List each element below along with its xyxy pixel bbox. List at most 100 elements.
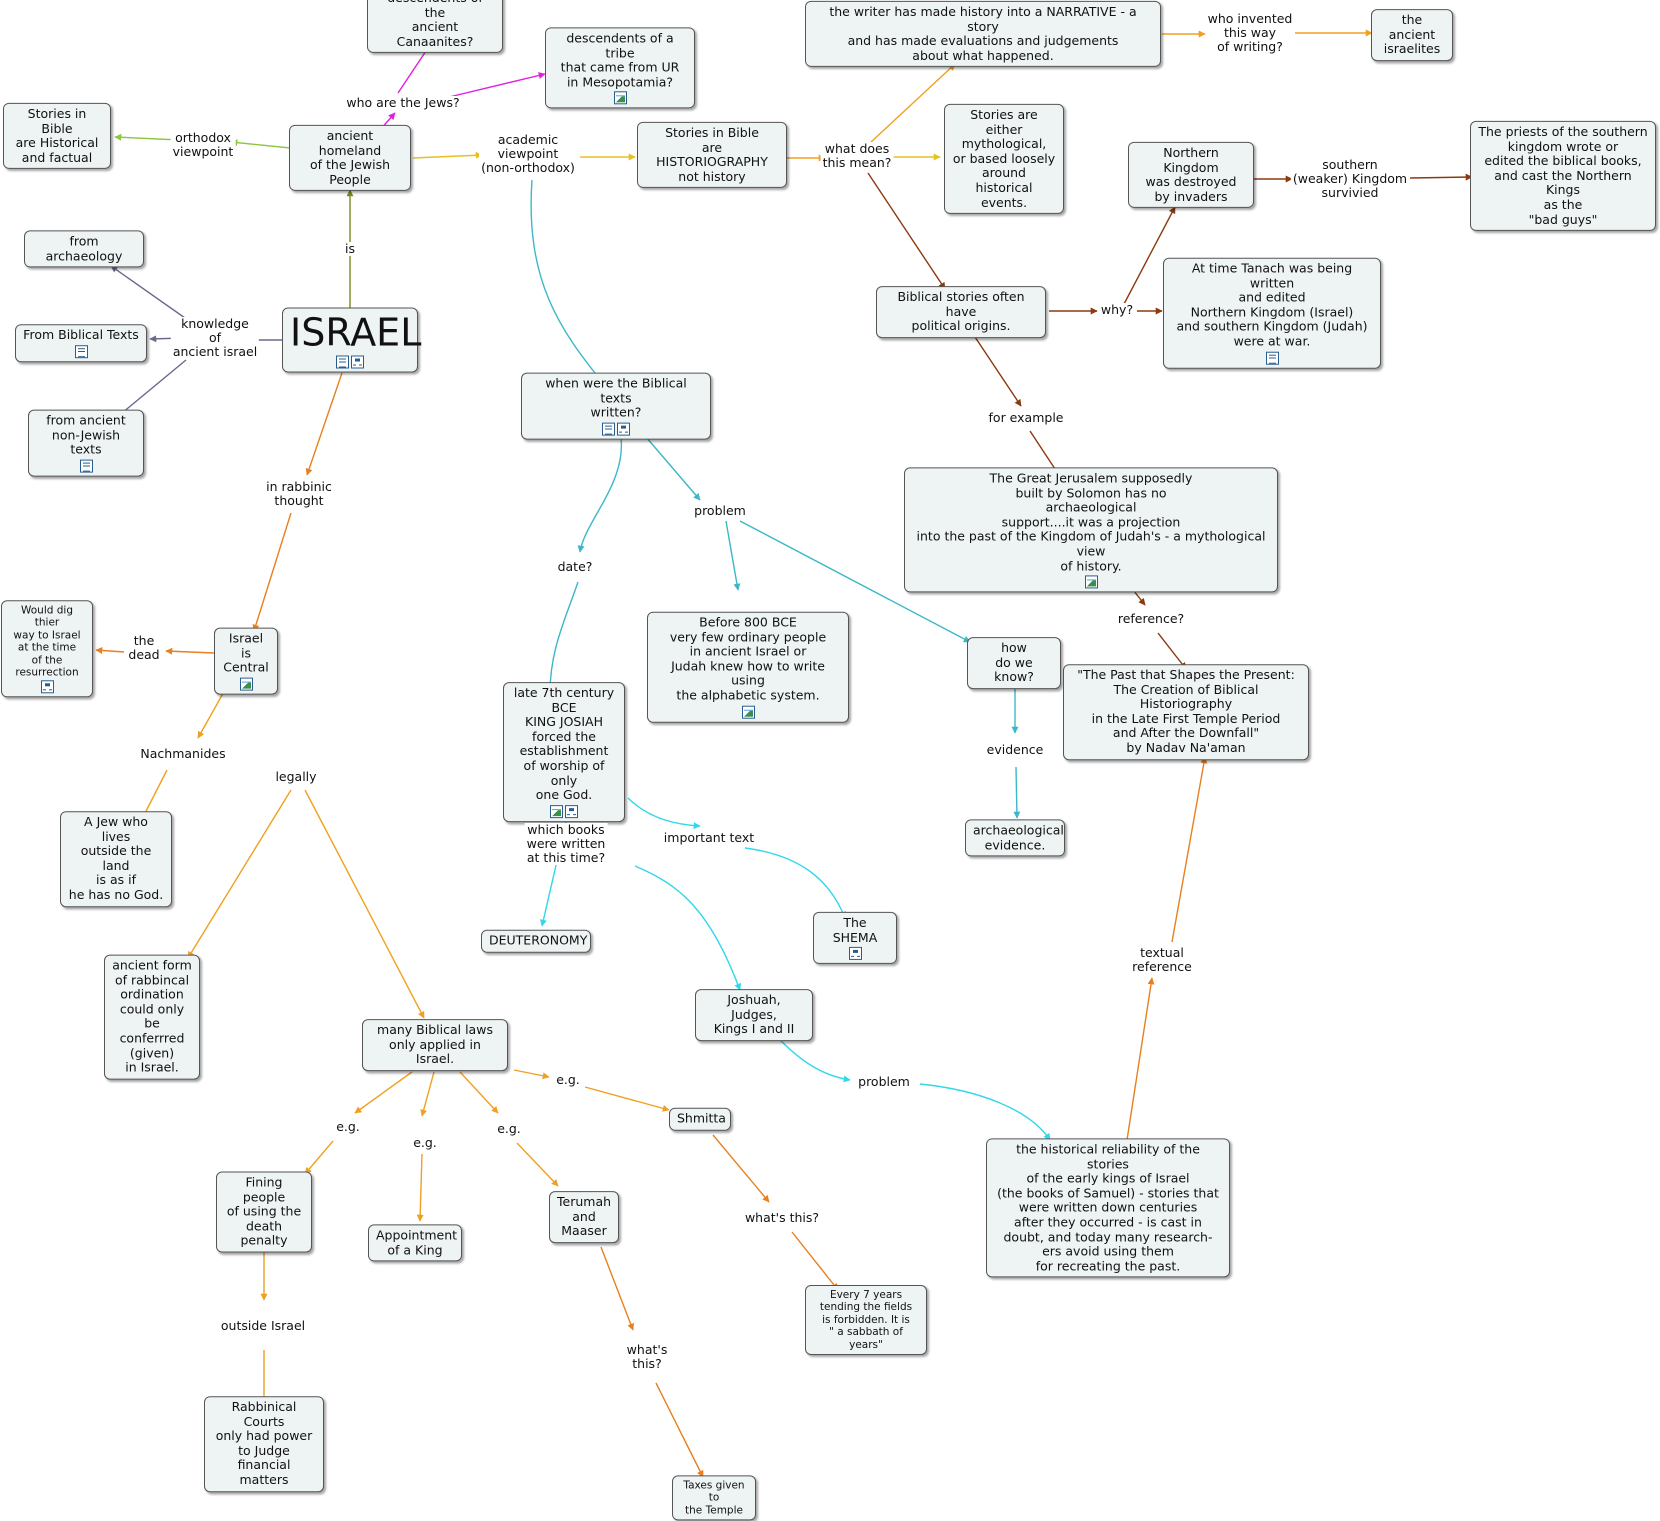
link-label-the-dead: the dead: [126, 633, 162, 662]
concept-node-priests[interactable]: The priests of the southern kingdom wrot…: [1470, 120, 1656, 232]
concept-node-text: Fining people of using the death penalty: [226, 1174, 302, 1248]
concept-node-text: Stories in Bible are HISTORIOGRAPHY not …: [656, 124, 768, 184]
concept-node-israel[interactable]: ISRAEL: [282, 307, 422, 373]
document-icon[interactable]: [1265, 351, 1279, 365]
concept-node-fining[interactable]: Fining people of using the death penalty: [216, 1171, 312, 1253]
concept-node-text: ISRAEL: [290, 310, 422, 355]
concept-node-historiography[interactable]: Stories in Bible are HISTORIOGRAPHY not …: [637, 121, 787, 189]
sub-map-icon[interactable]: [565, 804, 578, 818]
concept-node-israelites[interactable]: the ancient israelites: [1371, 9, 1453, 61]
concept-node-text: ancient homeland of the Jewish People: [309, 127, 391, 187]
concept-node-text: Appointment of a King: [376, 1227, 458, 1257]
concept-node-taxes[interactable]: Taxes given to the Temple: [672, 1475, 756, 1521]
concept-node-ordination[interactable]: ancient form of rabbincal ordination cou…: [104, 954, 200, 1080]
concept-node-king[interactable]: Appointment of a King: [368, 1224, 462, 1262]
link-label-what-mean: what does this mean?: [820, 141, 894, 170]
connector-line: [305, 372, 343, 476]
concept-node-terumah[interactable]: Terumah and Maaser: [549, 1191, 619, 1243]
image-icon[interactable]: [1084, 575, 1098, 589]
concept-node-mythological[interactable]: Stories are either mythological, or base…: [944, 103, 1064, 215]
concept-node-when-written[interactable]: when were the Biblical texts written?: [521, 372, 711, 440]
concept-node-many-laws[interactable]: many Biblical laws only applied in Israe…: [362, 1019, 508, 1071]
connector-line: [1171, 756, 1208, 943]
concept-node-northern[interactable]: Northern Kingdom was destroyed by invade…: [1128, 141, 1254, 209]
concept-node-text: Joshuah, Judges, Kings I and II: [713, 992, 795, 1037]
resource-icons: [821, 947, 889, 961]
connector-line: [252, 512, 292, 632]
link-label-problem1: problem: [692, 503, 748, 518]
concept-node-tanach[interactable]: At time Tanach was being written and edi…: [1163, 257, 1381, 369]
sub-map-icon[interactable]: [351, 355, 364, 369]
link-label-southern: southern (weaker) Kingdom survivied: [1290, 157, 1410, 200]
connector-line: [444, 72, 546, 99]
concept-node-biblical-texts[interactable]: From Biblical Texts: [15, 324, 147, 362]
concept-node-central[interactable]: Israel is Central: [214, 627, 278, 695]
image-icon[interactable]: [550, 804, 563, 818]
concept-node-every7[interactable]: Every 7 years tending the fields is forb…: [805, 1284, 927, 1356]
connector-line: [639, 429, 701, 501]
link-label-eg2: e.g.: [334, 1119, 362, 1134]
concept-node-dig[interactable]: Would dig thier way to Israel at the tim…: [1, 600, 93, 698]
concept-node-text: the historical reliability of the storie…: [997, 1141, 1219, 1274]
concept-node-non-jewish[interactable]: from ancient non-Jewish texts: [28, 409, 144, 477]
concept-node-reliability[interactable]: the historical reliability of the storie…: [986, 1138, 1230, 1278]
document-icon[interactable]: [79, 459, 93, 473]
link-label-whats-this1: what's this?: [742, 1210, 822, 1225]
resource-icons: [529, 422, 703, 436]
concept-node-homeland[interactable]: ancient homeland of the Jewish People: [289, 124, 411, 192]
connector-line: [627, 797, 701, 830]
connector-line: [114, 133, 181, 141]
concept-node-text: descendents of the ancient Canaanites?: [387, 0, 483, 49]
connector-line: [354, 1071, 413, 1114]
concept-node-shmitta[interactable]: Shmitta: [669, 1107, 731, 1131]
connector-line: [1123, 206, 1176, 305]
connector-line: [1409, 173, 1473, 181]
concept-node-ur[interactable]: descendents of a tribe that came from UR…: [545, 27, 695, 109]
concept-node-how-know[interactable]: how do we know?: [967, 637, 1061, 689]
concept-node-arch-evidence[interactable]: archaeological evidence.: [965, 819, 1065, 857]
concept-node-text: DEUTERONOMY: [489, 932, 588, 948]
concept-node-jerusalem[interactable]: The Great Jerusalem supposedly built by …: [904, 467, 1278, 593]
concept-node-political[interactable]: Biblical stories often have political or…: [876, 286, 1046, 338]
concept-node-text: Biblical stories often have political or…: [897, 289, 1025, 334]
connector-line: [867, 172, 946, 290]
connector-line: [974, 336, 1022, 407]
concept-node-before800[interactable]: Before 800 BCE very few ordinary people …: [647, 611, 849, 723]
concept-node-canaanites[interactable]: descendents of the ancient Canaanites?: [367, 0, 503, 54]
connector-line: [187, 789, 292, 959]
concept-node-narrative[interactable]: the writer has made history into a NARRA…: [805, 0, 1161, 68]
connector-line: [304, 789, 425, 1019]
image-icon[interactable]: [741, 705, 755, 719]
concept-node-text: from ancient non-Jewish texts: [46, 412, 126, 457]
concept-node-deuteronomy[interactable]: DEUTERONOMY: [481, 929, 591, 953]
resource-icons: [36, 459, 136, 473]
link-label-legally: legally: [273, 769, 319, 784]
link-label-orthodox: orthodox viewpoint: [170, 130, 236, 159]
concept-node-archaeology[interactable]: from archaeology: [24, 230, 144, 268]
link-label-rabbinic: in rabbinic thought: [264, 479, 334, 508]
concept-node-text: late 7th century BCE KING JOSIAH forced …: [513, 685, 615, 803]
document-icon[interactable]: [74, 344, 88, 358]
document-icon[interactable]: [336, 355, 349, 369]
concept-node-historical[interactable]: Stories in Bible are Historical and fact…: [3, 102, 111, 170]
concept-node-jew-outside[interactable]: A Jew who lives outside the land is as i…: [60, 811, 172, 907]
connector-line: [919, 1083, 1051, 1141]
sub-map-icon[interactable]: [40, 680, 54, 694]
image-icon[interactable]: [613, 91, 627, 105]
concept-node-courts[interactable]: Rabbinical Courts only had power to Judg…: [204, 1396, 324, 1492]
concept-node-text: Northern Kingdom was destroyed by invade…: [1145, 144, 1237, 204]
concept-node-text: "The Past that Shapes the Present: The C…: [1077, 667, 1295, 756]
connector-line: [304, 1140, 334, 1175]
concept-node-text: Stories are either mythological, or base…: [952, 106, 1056, 210]
concept-node-josiah[interactable]: late 7th century BCE KING JOSIAH forced …: [503, 682, 625, 822]
document-icon[interactable]: [602, 422, 615, 436]
sub-map-icon[interactable]: [617, 422, 630, 436]
link-label-evidence: evidence: [984, 742, 1046, 757]
concept-node-past-shapes[interactable]: "The Past that Shapes the Present: The C…: [1063, 664, 1309, 760]
image-icon[interactable]: [239, 677, 253, 691]
concept-node-joshua[interactable]: Joshuah, Judges, Kings I and II: [695, 989, 813, 1041]
link-label-eg4: e.g.: [495, 1121, 523, 1136]
sub-map-icon[interactable]: [848, 947, 862, 961]
connector-line: [584, 1086, 670, 1112]
concept-node-shema[interactable]: The SHEMA: [813, 911, 897, 965]
